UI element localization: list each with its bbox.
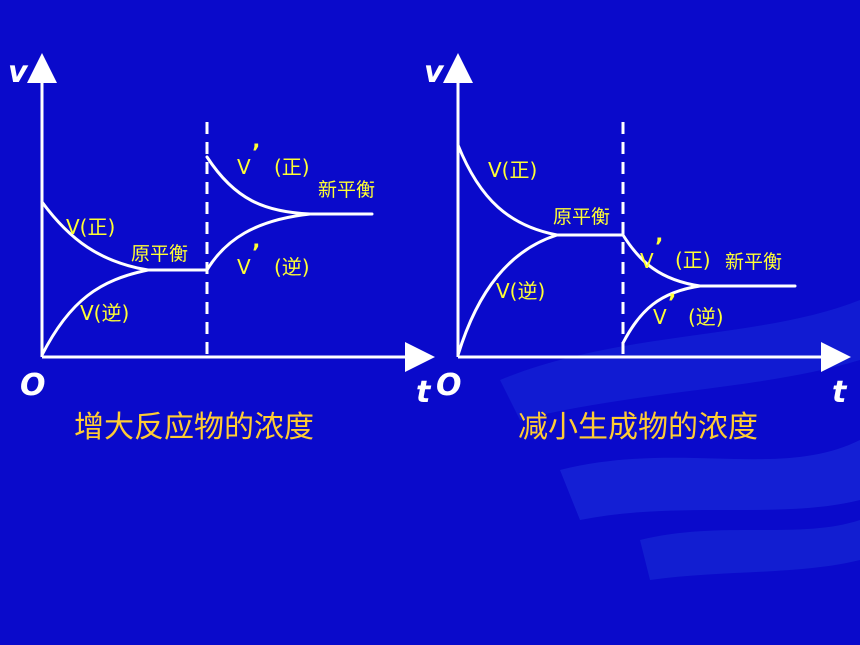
right-reverse-curve: [456, 233, 559, 357]
right-new-eq-label: 新平衡: [725, 251, 782, 273]
right-new-reverse-prime: ’: [668, 291, 676, 316]
right-new-reverse-tag: (逆): [688, 305, 724, 329]
right-new-reverse-curve: [621, 284, 702, 345]
left-new-forward-prime: ’: [252, 141, 260, 166]
left-new-forward-tag: (正): [274, 155, 310, 179]
left-new-reverse-prime: ’: [252, 241, 260, 266]
left-original-eq-label: 原平衡: [131, 243, 188, 265]
left-origin-label: O: [20, 368, 46, 403]
right-origin-label: O: [436, 368, 462, 403]
left-new-reverse-curve: [205, 212, 312, 272]
right-new-reverse-v: V: [653, 305, 667, 329]
right-y-axis-label: v: [424, 55, 445, 90]
right-x-axis-label: t: [832, 375, 848, 410]
left-new-eq-label: 新平衡: [318, 179, 375, 201]
left-x-axis-label: t: [416, 375, 432, 410]
right-forward-curve: [456, 143, 625, 237]
left-diagram: v t O V(正) V(逆) 原平衡 V ’ (正) 新平衡 V ’ (逆) …: [8, 53, 435, 445]
left-new-reverse-v: V: [237, 255, 251, 279]
background-swoosh: [500, 300, 860, 580]
left-reverse-curve: [40, 268, 150, 357]
left-forward-curve: [40, 200, 209, 272]
left-reverse-label: V(逆): [80, 301, 129, 325]
right-new-forward-v: V: [640, 249, 654, 273]
left-new-forward-v: V: [237, 155, 251, 179]
right-new-forward-tag: (正): [675, 248, 711, 272]
right-new-forward-prime: ’: [655, 235, 663, 260]
left-forward-label: V(正): [66, 215, 115, 239]
right-diagram: v t O V(正) V(逆) 原平衡 V ’ (正) 新平衡 V ’ (逆) …: [424, 53, 851, 445]
left-new-reverse-tag: (逆): [274, 255, 310, 279]
left-y-axis-label: v: [8, 55, 29, 90]
left-caption: 增大反应物的浓度: [74, 410, 314, 445]
right-reverse-label: V(逆): [496, 279, 545, 303]
right-original-eq-label: 原平衡: [553, 206, 610, 228]
right-caption: 减小生成物的浓度: [518, 410, 758, 445]
right-forward-label: V(正): [488, 158, 537, 182]
